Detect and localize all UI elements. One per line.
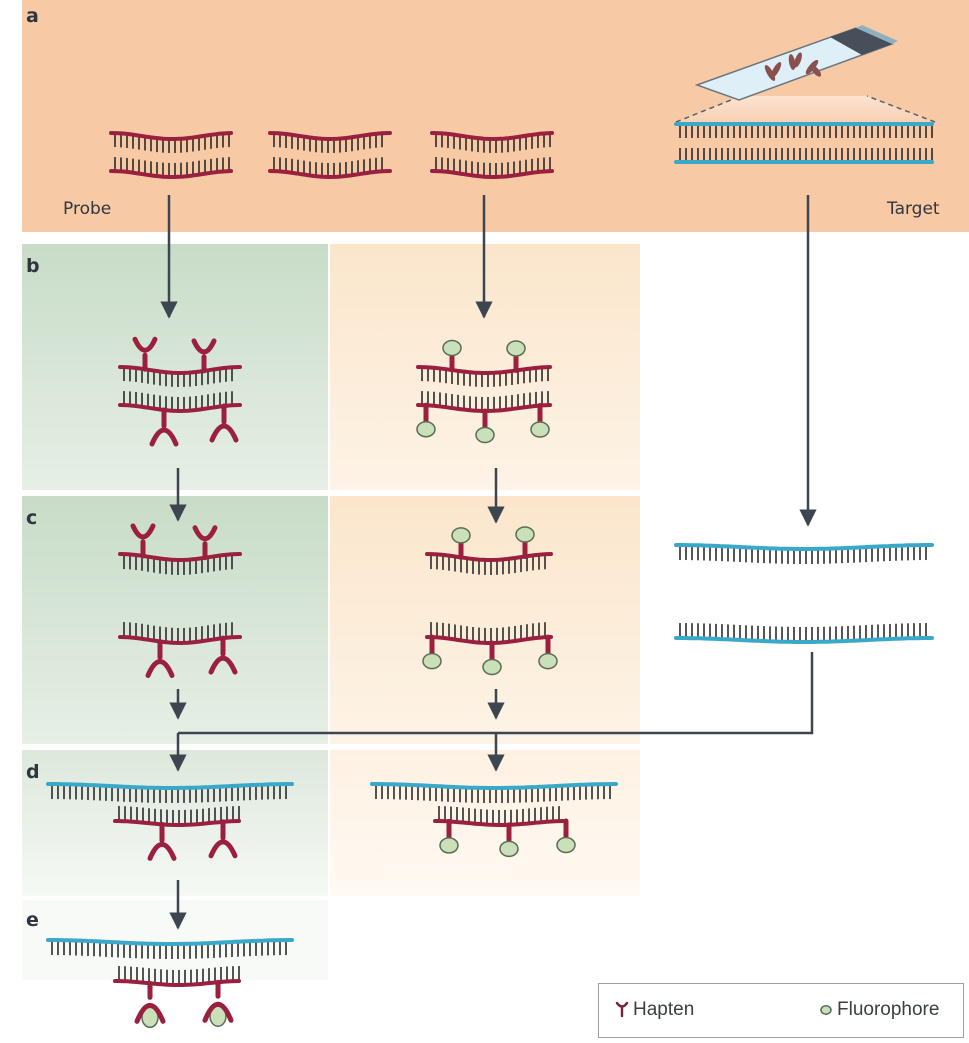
legend: Hapten Fluorophore: [598, 983, 964, 1038]
legend-item-fluorophore: Fluorophore: [819, 999, 939, 1021]
target-label: Target: [886, 199, 940, 219]
antibody-fluorophore-icon: [205, 982, 231, 1026]
fluorophore-icon: [819, 1003, 833, 1017]
probe-label: Probe: [63, 199, 111, 219]
hapten-icon: [615, 1001, 629, 1017]
legend-item-hapten: Hapten: [615, 999, 694, 1021]
panel-label-d: d: [26, 761, 40, 783]
panel-c-hapten-bg: [22, 496, 328, 744]
panel-label-e: e: [26, 909, 39, 931]
denatured-target-bottom: [676, 623, 932, 642]
panel-label-a: a: [26, 5, 39, 27]
panel-b-hapten-bg: [22, 244, 328, 490]
antibody-fluorophore-icon: [137, 983, 163, 1027]
panel-label-b: b: [26, 255, 40, 277]
legend-hapten-label: Hapten: [633, 999, 694, 1020]
panel-label-c: c: [26, 507, 37, 529]
denatured-target-top: [676, 545, 932, 564]
legend-fluorophore-label: Fluorophore: [837, 999, 939, 1020]
panel-c-fluor-bg: [330, 496, 640, 744]
